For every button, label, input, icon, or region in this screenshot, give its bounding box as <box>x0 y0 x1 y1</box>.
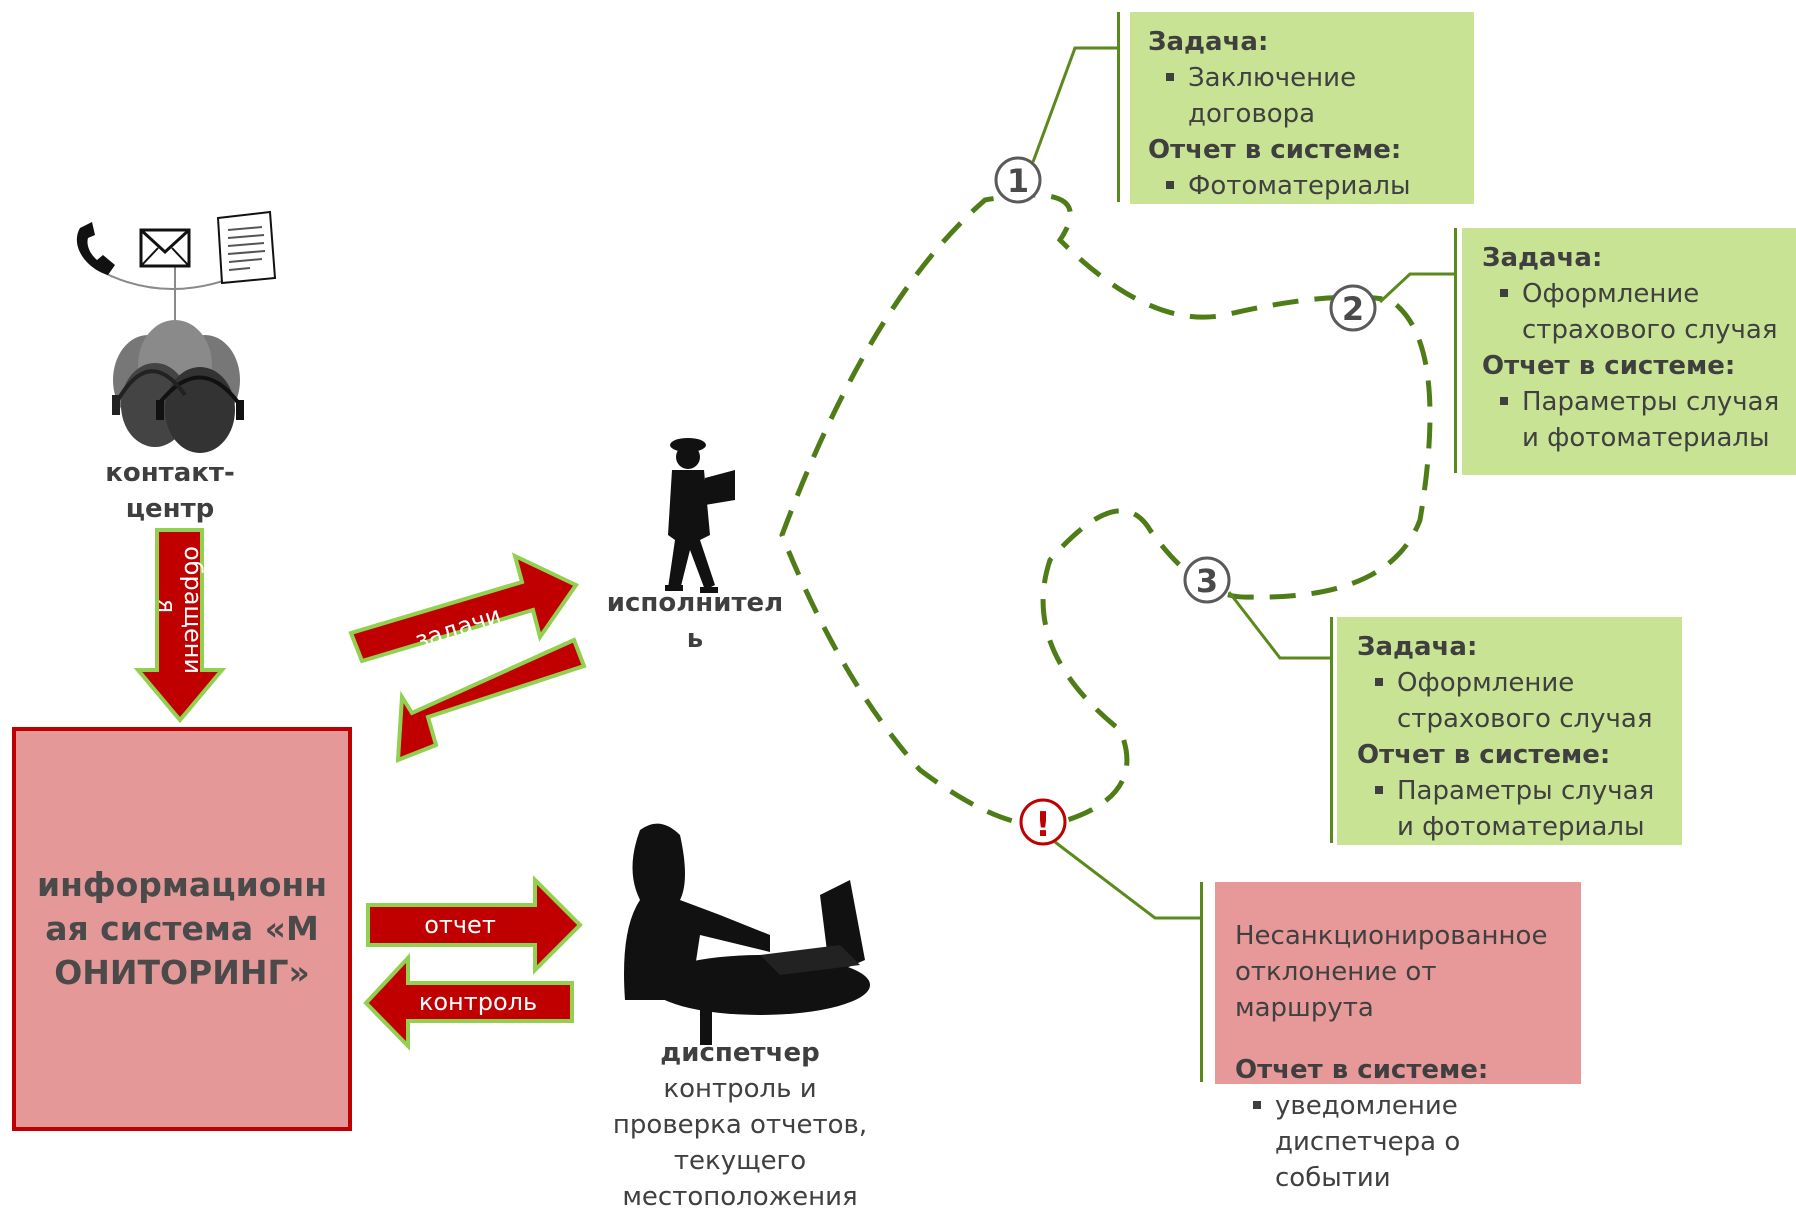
alert-marker: ! <box>1019 798 1067 846</box>
task-box-1: Задача: Заключение договора Отчет в сист… <box>1130 12 1474 204</box>
report-right-arrow <box>366 875 583 975</box>
alert-box-bar <box>1200 882 1203 1082</box>
task-box-2-report-label: Отчет в системе: <box>1482 351 1736 381</box>
executor-label: исполнител ь <box>606 588 784 654</box>
control-arrow <box>363 952 574 1051</box>
svg-text:!: ! <box>1035 805 1051 845</box>
task-box-1-task: Заключение договора <box>1148 60 1474 132</box>
document-icon <box>216 210 277 285</box>
svg-text:2: 2 <box>1342 290 1364 328</box>
task-box-3-task: Оформление страхового случая <box>1357 665 1682 737</box>
checkpoint-marker-3: 3 <box>1183 556 1231 604</box>
envelope-icon <box>139 228 191 268</box>
contact-center-label: контакт- центр <box>105 458 235 524</box>
alert-event: Несанкционированное отклонение от маршру… <box>1235 921 1548 1023</box>
control-label: контроль <box>418 988 538 1016</box>
task-box-1-report-label: Отчет в системе: <box>1148 135 1402 165</box>
dispatcher-block: диспетчер контроль и проверка отчетов, т… <box>590 1035 890 1215</box>
executor-silhouette <box>665 438 735 593</box>
leader-1 <box>1031 46 1120 163</box>
leader-alert <box>1054 840 1200 920</box>
task-box-1-report: Фотоматериалы <box>1148 168 1474 204</box>
appeals-arrow <box>133 528 227 724</box>
alert-box <box>1215 882 1581 1084</box>
checkpoint-marker-2: 2 <box>1329 284 1377 332</box>
task-box-3-bar <box>1330 617 1333 843</box>
report-right-label: отчет <box>424 911 496 939</box>
svg-text:3: 3 <box>1196 562 1218 600</box>
task-box-2-bar <box>1454 228 1457 473</box>
tasks-arrow <box>348 552 579 664</box>
svg-text:1: 1 <box>1007 162 1029 200</box>
alert-report: уведомление диспетчера о событии <box>1235 1088 1595 1196</box>
task-box-3-report: Параметры случая и фотоматериалы <box>1357 773 1682 845</box>
task-box-2: Задача: Оформление страхового случая Отч… <box>1462 228 1796 475</box>
alert-report-label: Отчет в системе: <box>1235 1055 1489 1085</box>
task-box-1-bar <box>1117 12 1120 202</box>
operators-headset-icon <box>112 320 244 453</box>
phone-icon <box>76 222 115 275</box>
task-box-2-task: Оформление страхового случая <box>1482 276 1796 348</box>
monitoring-system-box: информационная система «МОНИТОРИНГ» <box>12 727 352 1131</box>
dispatcher-title: диспетчер <box>660 1038 820 1068</box>
task-box-2-task-label: Задача: <box>1482 243 1603 273</box>
task-box-1-task-label: Задача: <box>1148 27 1269 57</box>
task-box-2-report: Параметры случая и фотоматериалы <box>1482 384 1796 456</box>
dispatcher-silhouette <box>624 823 870 1045</box>
appeals-label: обращени я <box>153 546 207 675</box>
leader-2 <box>1378 272 1455 304</box>
leader-3 <box>1227 591 1330 660</box>
task-box-3-task-label: Задача: <box>1357 632 1478 662</box>
checkpoint-marker-1: 1 <box>994 156 1042 204</box>
monitoring-system-title: информационная система «МОНИТОРИНГ» <box>36 865 328 992</box>
report-up-arrow <box>395 637 587 764</box>
alert-text: Несанкционированное отклонение от маршру… <box>1215 892 1595 1196</box>
dispatcher-description: контроль и проверка отчетов, текущего ме… <box>612 1074 868 1212</box>
task-box-3: Задача: Оформление страхового случая Отч… <box>1337 617 1682 845</box>
task-box-3-report-label: Отчет в системе: <box>1357 740 1611 770</box>
